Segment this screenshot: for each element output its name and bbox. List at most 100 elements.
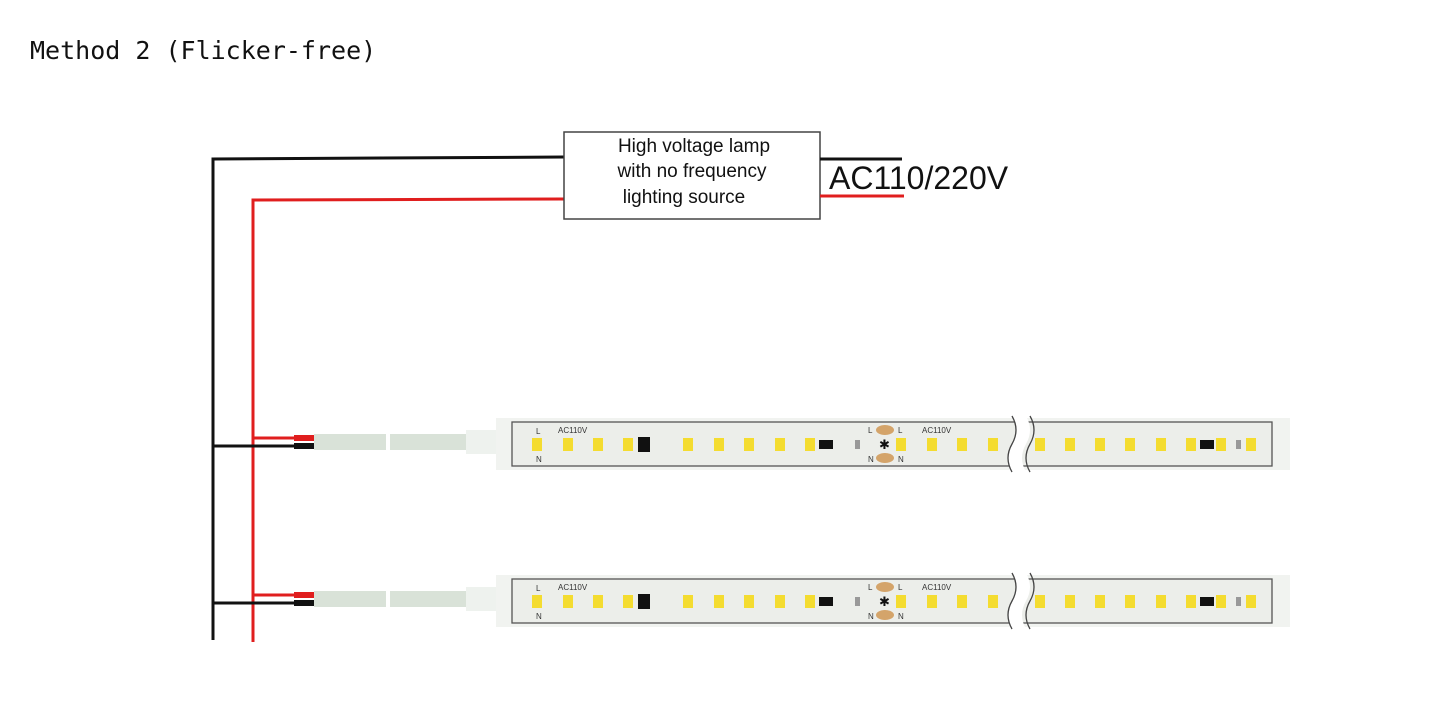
led-chip (683, 438, 693, 451)
l-label: L (898, 426, 903, 435)
ac-input-label: AC110/220V (829, 160, 1009, 196)
led-chip (593, 595, 603, 608)
cable-jacket (314, 434, 386, 450)
led-chip (1125, 438, 1135, 451)
voltage-label: AC110V (558, 583, 588, 592)
l-label: L (536, 427, 541, 436)
led-strip-2: L N AC110V L L N N AC110V ✱ (213, 572, 1290, 630)
n-label: N (868, 612, 874, 621)
neutral-tip (294, 443, 314, 449)
led-chip (775, 438, 785, 451)
break-gap (1008, 416, 1030, 472)
solder-pad (876, 453, 894, 463)
break-line (1025, 572, 1035, 630)
led-chip (896, 595, 906, 608)
led-chip (775, 595, 785, 608)
cable-jacket (390, 434, 466, 450)
capacitor (1236, 440, 1241, 449)
n-label: N (536, 612, 542, 621)
break-line (1007, 572, 1017, 630)
voltage-label: AC110V (922, 583, 952, 592)
led-chip (532, 595, 542, 608)
led-chip (957, 595, 967, 608)
l-label: L (868, 583, 873, 592)
voltage-label: AC110V (558, 426, 588, 435)
neutral-main-wire (211, 155, 565, 640)
led-chip (1186, 438, 1196, 451)
solder-pad (876, 582, 894, 592)
led-chip (1246, 595, 1256, 608)
source-line-2: with no frequency (617, 161, 767, 182)
capacitor (855, 440, 860, 449)
solder-pad (876, 610, 894, 620)
led-chip (927, 438, 937, 451)
led-chip (896, 438, 906, 451)
led-chip (744, 595, 754, 608)
led-chip (805, 595, 815, 608)
led-chip (1246, 438, 1256, 451)
led-chip (623, 438, 633, 451)
led-chip (1156, 595, 1166, 608)
break-line (1007, 415, 1017, 473)
led-chip (683, 595, 693, 608)
live-tip (294, 592, 314, 598)
led-chip (1216, 438, 1226, 451)
n-label: N (536, 455, 542, 464)
led-chip (988, 595, 998, 608)
break-gap (1008, 573, 1030, 629)
live-main-wire (251, 197, 565, 642)
break-line (1025, 415, 1035, 473)
cut-mark-icon: ✱ (879, 437, 890, 452)
live-tip (294, 435, 314, 441)
end-cap (466, 430, 498, 454)
cable-jacket (314, 591, 386, 607)
led-chip (988, 438, 998, 451)
led-chip (744, 438, 754, 451)
page-title: Method 2 (Flicker-free) (30, 36, 377, 65)
led-chip (563, 595, 573, 608)
led-chip (563, 438, 573, 451)
capacitor (1236, 597, 1241, 606)
resistor (819, 440, 833, 449)
led-chip (593, 438, 603, 451)
led-chip (1035, 438, 1045, 451)
cable-jacket (390, 591, 466, 607)
led-chip (927, 595, 937, 608)
solder-pad (876, 425, 894, 435)
neutral-tip (294, 600, 314, 606)
lighting-source-box (563, 131, 821, 220)
l-label: L (898, 583, 903, 592)
led-chip (623, 595, 633, 608)
driver-ic (638, 437, 650, 452)
led-chip (1095, 438, 1105, 451)
source-line-1: High voltage lamp (618, 136, 770, 157)
led-chip (1156, 438, 1166, 451)
n-label: N (898, 612, 904, 621)
led-chip (805, 438, 815, 451)
led-chip (714, 595, 724, 608)
cut-mark-icon: ✱ (879, 594, 890, 609)
resistor (1200, 440, 1214, 449)
led-chip (957, 438, 967, 451)
resistor (819, 597, 833, 606)
led-chip (532, 438, 542, 451)
l-label: L (868, 426, 873, 435)
led-chip (1065, 438, 1075, 451)
capacitor (855, 597, 860, 606)
resistor (1200, 597, 1214, 606)
led-chip (1065, 595, 1075, 608)
l-label: L (536, 584, 541, 593)
voltage-label: AC110V (922, 426, 952, 435)
end-cap (466, 587, 498, 611)
led-chip (1186, 595, 1196, 608)
led-chip (1035, 595, 1045, 608)
led-chip (714, 438, 724, 451)
led-chip (1216, 595, 1226, 608)
led-chip (1095, 595, 1105, 608)
led-chip (1125, 595, 1135, 608)
n-label: N (868, 455, 874, 464)
source-line-3: lighting source (623, 187, 746, 208)
driver-ic (638, 594, 650, 609)
